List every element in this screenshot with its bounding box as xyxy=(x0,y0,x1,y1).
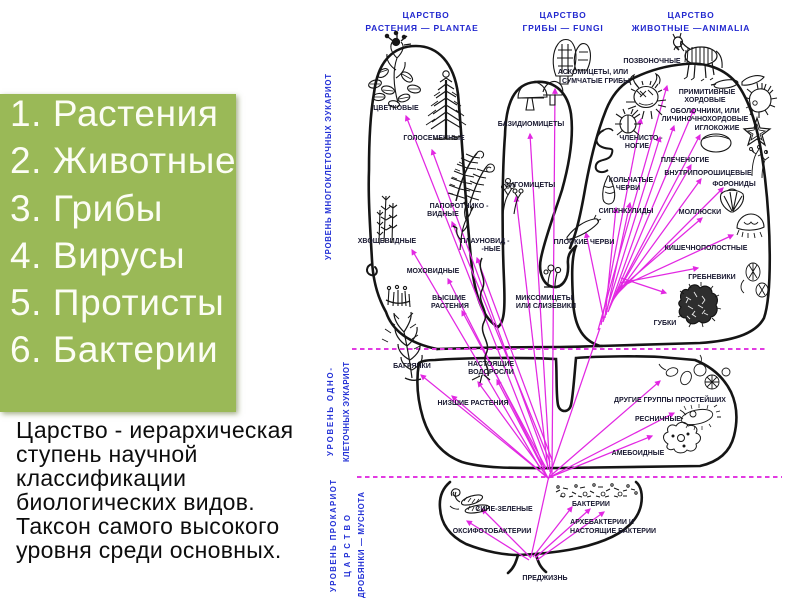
svg-text:ХВОЩЕВИДНЫЕ: ХВОЩЕВИДНЫЕ xyxy=(358,238,417,245)
svg-text:РАСТЕНИЯ: РАСТЕНИЯ xyxy=(431,303,469,310)
svg-text:НОГИЕ: НОГИЕ xyxy=(625,143,649,150)
svg-text:БАКТЕРИИ: БАКТЕРИИ xyxy=(572,501,610,508)
svg-text:АСКОМИЦЕТЫ, ИЛИ: АСКОМИЦЕТЫ, ИЛИ xyxy=(558,69,628,76)
svg-text:ФОРОНИДЫ: ФОРОНИДЫ xyxy=(712,181,756,188)
svg-text:ПРЕДЖИЗНЬ: ПРЕДЖИЗНЬ xyxy=(522,575,567,582)
svg-text:ПРИМИТИВНЫЕ: ПРИМИТИВНЫЕ xyxy=(679,89,736,96)
svg-text:КЛЕТОЧНЫХ ЭУКАРИОТ: КЛЕТОЧНЫХ ЭУКАРИОТ xyxy=(342,362,351,462)
svg-text:ЧЛЕНИСТО -: ЧЛЕНИСТО - xyxy=(619,135,663,142)
svg-text:УРОВЕНЬ ОДНО-: УРОВЕНЬ ОДНО- xyxy=(326,368,335,456)
svg-text:ПЛАУНОВИД -: ПЛАУНОВИД - xyxy=(461,238,511,245)
svg-text:ИЛИ СЛИЗЕВИКИ: ИЛИ СЛИЗЕВИКИ xyxy=(516,303,576,310)
svg-text:ВОДОРОСЛИ: ВОДОРОСЛИ xyxy=(468,369,514,376)
svg-text:ПАПОРОТНИКО -: ПАПОРОТНИКО - xyxy=(430,203,490,210)
svg-text:ЦАРСТВО: ЦАРСТВО xyxy=(343,515,352,577)
svg-text:РАСТЕНИЯ — PLANTAE: РАСТЕНИЯ — PLANTAE xyxy=(365,23,478,33)
svg-text:КОЛЬЧАТЫЕ: КОЛЬЧАТЫЕ xyxy=(609,177,654,184)
svg-text:БАГРЯНКИ: БАГРЯНКИ xyxy=(393,363,431,370)
svg-text:ЖИВОТНЫЕ —ANIMALIA: ЖИВОТНЫЕ —ANIMALIA xyxy=(631,23,750,33)
svg-text:НАСТОЯЩИЕ: НАСТОЯЩИЕ xyxy=(468,361,514,368)
svg-text:СИПУНКУЛИДЫ: СИПУНКУЛИДЫ xyxy=(599,208,654,215)
svg-text:ЦАРСТВО: ЦАРСТВО xyxy=(667,10,714,20)
svg-text:ЦАРСТВО: ЦАРСТВО xyxy=(539,10,586,20)
svg-text:СИНЕ-ЗЕЛЕНЫЕ: СИНЕ-ЗЕЛЕНЫЕ xyxy=(475,506,533,513)
svg-text:НАСТОЯЩИЕ БАКТЕРИИ: НАСТОЯЩИЕ БАКТЕРИИ xyxy=(570,528,656,535)
svg-text:ДРОБЯНКИ — МУСНОТА: ДРОБЯНКИ — МУСНОТА xyxy=(357,492,366,598)
svg-text:ЛИЧИНОЧНОХОРДОВЫЕ: ЛИЧИНОЧНОХОРДОВЫЕ xyxy=(662,116,749,123)
svg-text:РЕСНИЧНЫЕ: РЕСНИЧНЫЕ xyxy=(635,416,681,423)
svg-text:ХОРДОВЫЕ: ХОРДОВЫЕ xyxy=(684,97,726,104)
svg-text:ЦВЕТКОВЫЕ: ЦВЕТКОВЫЕ xyxy=(373,105,419,112)
svg-text:-НЫЕ: -НЫЕ xyxy=(482,246,501,253)
svg-text:БАЗИДИОМИЦЕТЫ: БАЗИДИОМИЦЕТЫ xyxy=(498,121,565,128)
svg-text:АРХЕБАКТЕРИИ И: АРХЕБАКТЕРИИ И xyxy=(570,519,634,526)
svg-text:ДРУГИЕ ГРУППЫ ПРОСТЕЙШИХ: ДРУГИЕ ГРУППЫ ПРОСТЕЙШИХ xyxy=(614,395,726,404)
svg-text:ГУБКИ: ГУБКИ xyxy=(654,320,677,327)
svg-text:ЗИГОМИЦЕТЫ: ЗИГОМИЦЕТЫ xyxy=(505,182,556,189)
svg-text:ВНУТРИПОРОШИЦЕВЫЕ: ВНУТРИПОРОШИЦЕВЫЕ xyxy=(664,170,752,177)
svg-text:ЦАРСТВО: ЦАРСТВО xyxy=(402,10,449,20)
svg-text:АМЕБОИДНЫЕ: АМЕБОИДНЫЕ xyxy=(612,450,665,457)
svg-text:ЧЕРВИ: ЧЕРВИ xyxy=(616,185,640,192)
svg-text:ГРЕБНЕВИКИ: ГРЕБНЕВИКИ xyxy=(688,274,735,281)
svg-text:МОЛЛЮСКИ: МОЛЛЮСКИ xyxy=(679,209,721,216)
svg-text:ОБОЛОЧНИКИ, ИЛИ: ОБОЛОЧНИКИ, ИЛИ xyxy=(670,108,739,115)
svg-text:ОКСИФОТОБАКТЕРИИ: ОКСИФОТОБАКТЕРИИ xyxy=(453,528,532,535)
svg-text:ПЛОСКИЕ ЧЕРВИ: ПЛОСКИЕ ЧЕРВИ xyxy=(554,239,615,246)
svg-text:МИКСОМИЦЕТЫ,: МИКСОМИЦЕТЫ, xyxy=(515,295,574,302)
svg-text:НИЗШИЕ РАСТЕНИЯ: НИЗШИЕ РАСТЕНИЯ xyxy=(437,400,508,407)
svg-text:МОХОВИДНЫЕ: МОХОВИДНЫЕ xyxy=(407,268,460,275)
svg-text:СУМЧАТЫЕ ГРИБЫ: СУМЧАТЫЕ ГРИБЫ xyxy=(562,78,630,85)
svg-text:ГРИБЫ — FUNGI: ГРИБЫ — FUNGI xyxy=(522,23,603,33)
svg-text:УРОВЕНЬ ПРОКАРИОТ: УРОВЕНЬ ПРОКАРИОТ xyxy=(329,480,338,592)
svg-text:ПЛЕЧЕНОГИЕ: ПЛЕЧЕНОГИЕ xyxy=(661,157,710,164)
svg-text:ПОЗВОНОЧНЫЕ: ПОЗВОНОЧНЫЕ xyxy=(623,58,681,65)
svg-text:ИГЛОКОЖИЕ: ИГЛОКОЖИЕ xyxy=(695,125,740,132)
svg-text:КИШЕЧНОПОЛОСТНЫЕ: КИШЕЧНОПОЛОСТНЫЕ xyxy=(665,245,748,252)
svg-text:ВИДНЫЕ: ВИДНЫЕ xyxy=(427,211,459,218)
svg-text:УРОВЕНЬ МНОГОКЛЕТОЧНЫХ ЭУКАРИО: УРОВЕНЬ МНОГОКЛЕТОЧНЫХ ЭУКАРИОТ xyxy=(324,74,333,260)
svg-text:ВЫСШИЕ: ВЫСШИЕ xyxy=(432,295,466,302)
